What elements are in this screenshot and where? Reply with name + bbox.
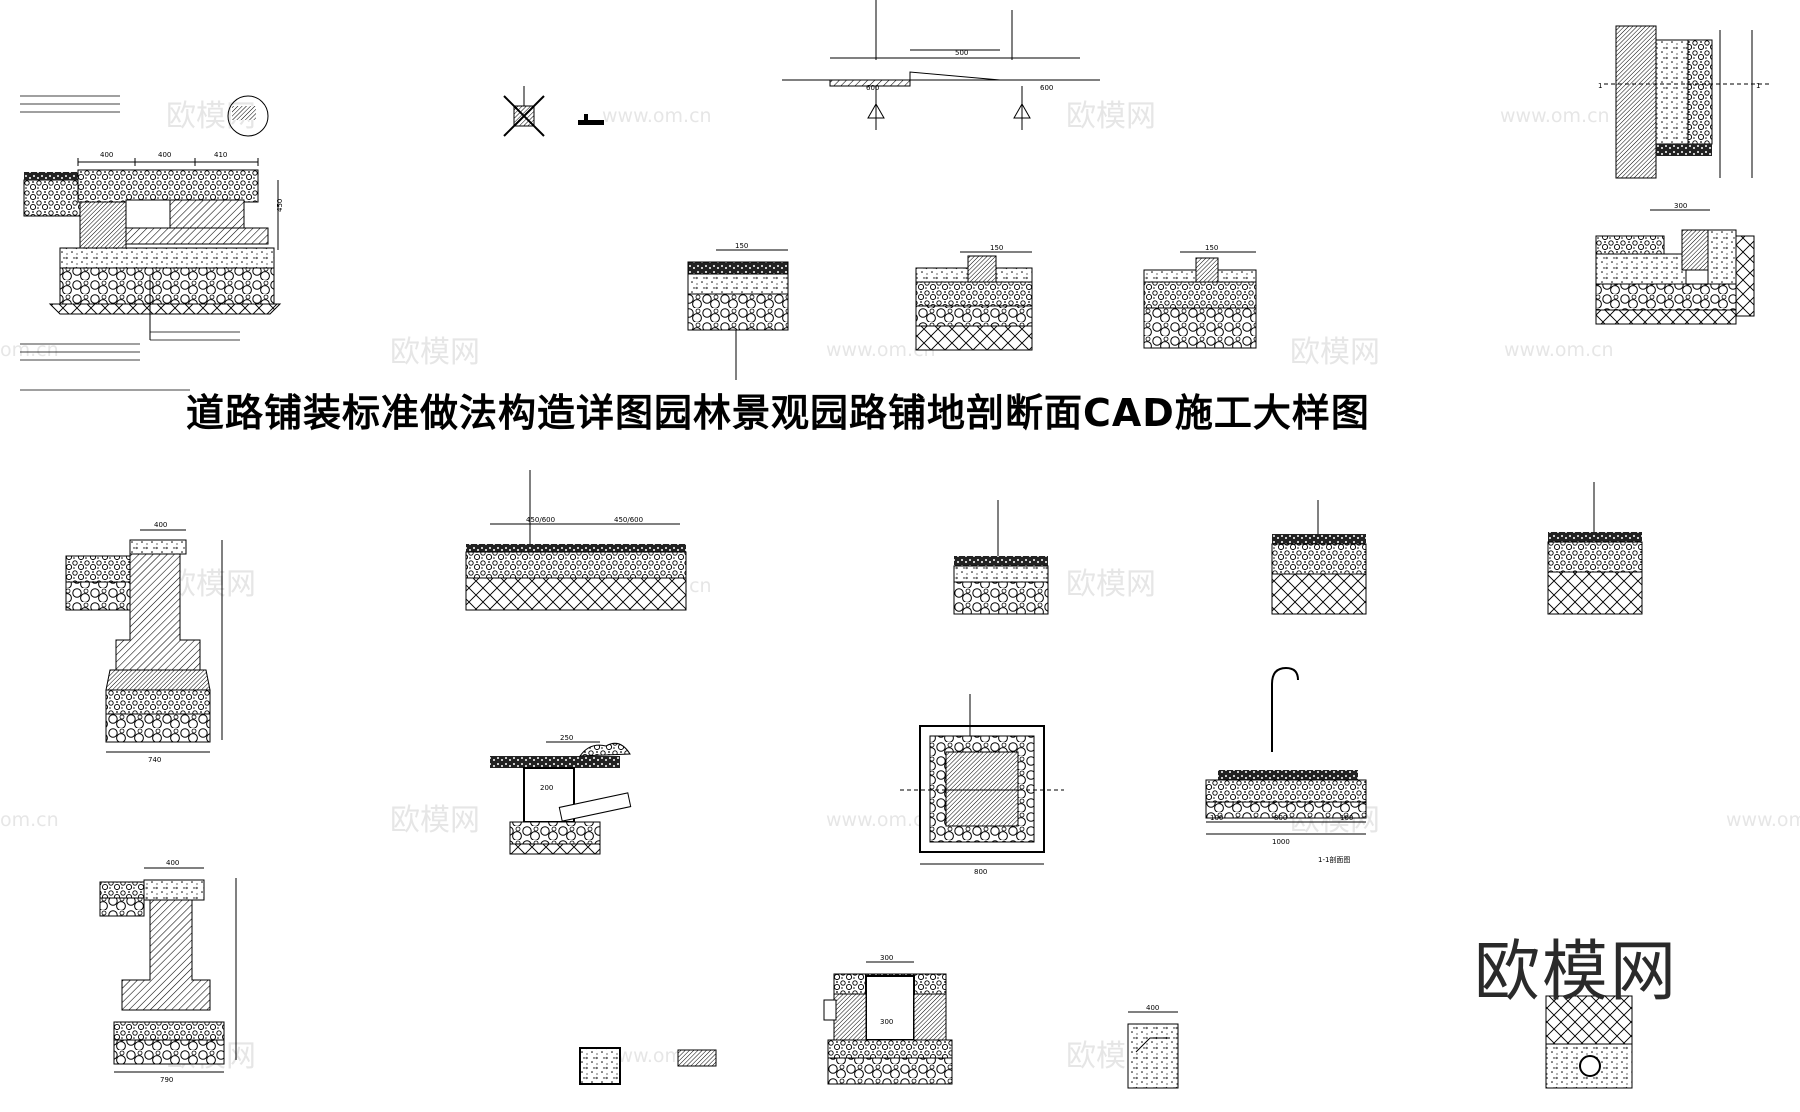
page-title: 道路铺装标准做法构造详图园林景观园路铺地剖断面CAD施工大样图 [186,391,1370,435]
section-mark: 1 [1598,82,1602,90]
note-lines [20,95,240,391]
watermark-url: www.om.cn [826,809,936,831]
dim-1000: 1000 [1272,838,1290,846]
brand-logo: 欧模网 [1474,933,1678,1010]
manhole-section: 300 300 [823,954,953,1085]
road-profile-elevation [782,0,1100,130]
dim-200: 200 [540,784,553,792]
pavement-section-3: 150 [1143,244,1257,349]
watermark: 欧模网 [1066,99,1156,134]
watermark-url: www.om.cn [602,105,712,127]
dim-410: 410 [214,151,227,159]
dim-100: 100 [1340,814,1353,822]
watermark-url: www.om.cn [1726,809,1800,831]
dim-790: 790 [160,1076,173,1084]
dim-300: 300 [880,954,893,962]
dim-100: 100 [1210,814,1223,822]
pavement-section-5 [1271,500,1367,615]
dim-500: 500 [955,49,968,57]
dim-300: 300 [1674,202,1687,210]
tree-pit-symbol [503,86,545,137]
pavement-section-6 [1547,482,1643,615]
pavement-section-1: 150 [687,242,789,380]
dim-150: 150 [990,244,1003,252]
dim-450-600: 450/600 [614,516,643,524]
dim-150: 150 [1205,244,1218,252]
small-plan-symbol [579,1047,717,1085]
lamp-base-section: 100 800 100 1000 1-1剖面图 [1205,666,1367,864]
dim-150: 150 [735,242,748,250]
wide-pavement-section: 450/600 450/600 [465,470,687,611]
watermark-url: www.om.cn [1500,105,1610,127]
curb-edge-section: 300 [1595,202,1755,325]
section-mark: 1 [1756,82,1760,90]
retaining-wall-section-2: 400 790 [99,859,237,1084]
dim-250: 250 [560,734,573,742]
curb-symbol [578,114,604,125]
dim-400: 400 [1146,1004,1159,1012]
dim-450-600: 450/600 [526,516,555,524]
pavement-section-2: 150 [915,244,1033,351]
dim-400: 400 [158,151,171,159]
detail-step-section: 400 400 410 450 [20,95,284,391]
dim-600: 600 [866,84,879,92]
retaining-wall-section-1: 400 740 [65,521,223,764]
watermark-url-short: om.cn [0,809,59,831]
dim-400: 400 [154,521,167,529]
section-label: 1-1剖面图 [1318,855,1350,864]
tree-pit-plan: 800 [900,694,1064,876]
dim-400: 400 [166,859,179,867]
dim-450: 450 [276,199,284,212]
watermark: 欧模网 [390,335,480,370]
pavement-section-4 [953,500,1049,615]
watermark: 欧模网 [1066,567,1156,602]
watermark: 欧模网 [1290,335,1380,370]
watermark-url: www.om.cn [826,339,936,361]
drain-pipe-section: 250 200 [490,734,632,855]
watermark-url-short: om.cn [0,339,59,361]
dim-800: 800 [974,868,987,876]
dim-800: 800 [1274,814,1287,822]
watermark: 欧模网 [166,567,256,602]
dim-600: 600 [1040,84,1053,92]
dim-300: 300 [880,1018,893,1026]
watermark-url: www.om.cn [1504,339,1614,361]
corner-detail: 400 [1127,1004,1179,1089]
bottom-right-pit-section [1545,995,1633,1089]
dim-740: 740 [148,756,161,764]
wall-section-detail: 1 1 [1598,25,1770,179]
watermark: 欧模网 [390,803,480,838]
dim-400: 400 [100,151,113,159]
